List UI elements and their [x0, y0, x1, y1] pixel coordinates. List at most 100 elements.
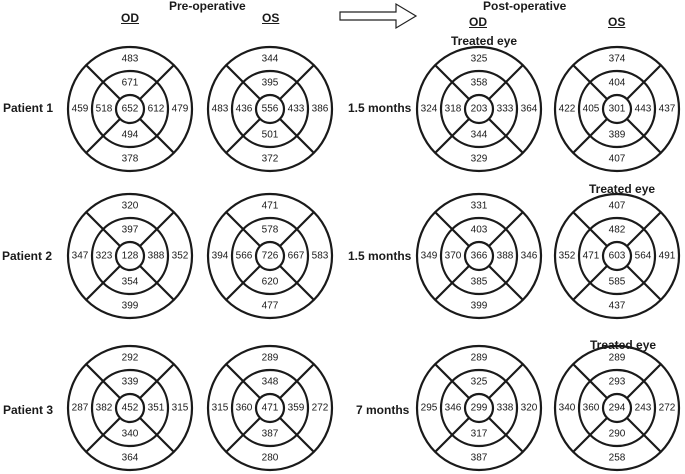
value-center: 128 [122, 251, 139, 262]
value-inner-bottom: 385 [471, 277, 488, 288]
sector-divider [279, 363, 315, 399]
center-ring [463, 93, 495, 125]
inner-ring [90, 368, 170, 448]
value-outer-bottom: 372 [262, 154, 279, 165]
value-inner-bottom: 344 [471, 130, 488, 141]
sector-divider [85, 118, 121, 154]
patient-3-followup: 7 months [356, 403, 410, 417]
value-outer-top: 344 [262, 54, 279, 65]
value-outer-bottom: 387 [471, 453, 488, 464]
value-center: 471 [262, 403, 279, 414]
value-outer-top: 407 [609, 201, 626, 212]
sector-divider [572, 64, 608, 100]
sector-divider [434, 265, 470, 301]
value-inner-bottom: 340 [122, 429, 139, 440]
patient-1-label: Patient 1 [3, 101, 54, 115]
value-inner-top: 482 [609, 225, 626, 236]
patient-1-followup: 1.5 months [348, 101, 412, 115]
sector-divider [626, 64, 662, 100]
value-outer-right: 352 [172, 251, 189, 262]
value-inner-right: 443 [635, 104, 652, 115]
value-outer-top: 374 [609, 54, 626, 65]
value-inner-right: 243 [635, 403, 652, 414]
sector-divider [488, 118, 524, 154]
value-outer-bottom: 399 [471, 301, 488, 312]
patient-2-followup: 1.5 months [348, 249, 412, 263]
outer-ring [206, 192, 334, 320]
sector-divider [434, 118, 470, 154]
sector-divider [279, 118, 315, 154]
inner-ring [577, 216, 657, 296]
center-ring [601, 93, 633, 125]
value-inner-top: 403 [471, 225, 488, 236]
value-inner-top: 404 [609, 78, 626, 89]
value-center: 452 [122, 403, 139, 414]
sector-divider [225, 118, 261, 154]
arrow-right-icon [339, 2, 418, 30]
value-inner-bottom: 501 [262, 130, 279, 141]
value-outer-top: 483 [122, 54, 139, 65]
post-os-header: OS [608, 15, 626, 29]
value-outer-bottom: 280 [262, 453, 279, 464]
sector-divider [225, 265, 261, 301]
value-outer-left: 483 [212, 104, 229, 115]
sector-divider [572, 265, 608, 301]
sector-divider [626, 363, 662, 399]
outer-ring [415, 192, 543, 320]
pre-os-header: OS [262, 11, 280, 25]
value-inner-top: 293 [609, 377, 626, 388]
center-ring [254, 240, 286, 272]
outer-ring [66, 192, 194, 320]
value-outer-right: 346 [521, 251, 538, 262]
value-inner-left: 346 [445, 403, 462, 414]
outer-ring [206, 344, 334, 472]
value-outer-bottom: 364 [122, 453, 139, 464]
value-outer-top: 289 [471, 353, 488, 364]
center-ring [601, 392, 633, 424]
inner-ring [230, 368, 310, 448]
value-outer-left: 347 [72, 251, 89, 262]
patient-2-label: Patient 2 [2, 249, 53, 263]
sector-divider [572, 211, 608, 247]
value-inner-top: 395 [262, 78, 279, 89]
value-outer-right: 583 [312, 251, 329, 262]
sector-divider [279, 417, 315, 453]
inner-ring [90, 69, 170, 149]
value-outer-left: 324 [421, 104, 438, 115]
value-inner-left: 360 [236, 403, 253, 414]
sector-divider [225, 363, 261, 399]
outer-ring [553, 344, 681, 472]
value-outer-right: 479 [172, 104, 189, 115]
inner-ring [90, 216, 170, 296]
outer-ring [415, 344, 543, 472]
inner-ring [230, 216, 310, 296]
value-inner-top: 348 [262, 377, 279, 388]
value-inner-bottom: 354 [122, 277, 139, 288]
value-inner-left: 471 [583, 251, 600, 262]
value-outer-right: 272 [659, 403, 676, 414]
value-center: 726 [262, 251, 279, 262]
sector-divider [434, 363, 470, 399]
post-operative-header: Post-operative [483, 0, 567, 13]
value-outer-right: 364 [521, 104, 538, 115]
value-outer-top: 331 [471, 201, 488, 212]
sector-divider [434, 211, 470, 247]
sector-divider [85, 64, 121, 100]
sector-divider [85, 265, 121, 301]
sector-divider [139, 118, 175, 154]
inner-ring [230, 69, 310, 149]
value-inner-bottom: 585 [609, 277, 626, 288]
treated-eye-label-p2: Treated eye [589, 182, 656, 196]
sector-divider [572, 118, 608, 154]
sector-divider [139, 265, 175, 301]
value-outer-left: 352 [559, 251, 576, 262]
value-outer-right: 491 [659, 251, 676, 262]
inner-ring [577, 69, 657, 149]
